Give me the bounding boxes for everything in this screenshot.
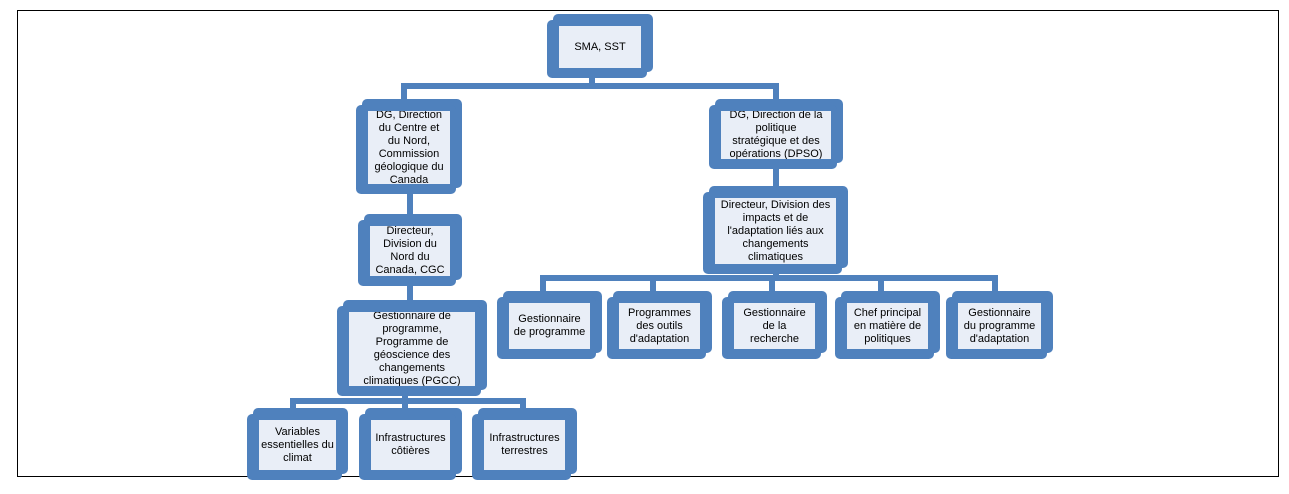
connector [769, 275, 775, 295]
diagram-frame [17, 10, 1279, 477]
node-label: Gestionnaire de programme [509, 303, 590, 349]
connector [878, 275, 884, 295]
node-label: Infrastructures côtières [371, 420, 450, 470]
node-label: Directeur, Division des impacts et de l'… [715, 198, 836, 264]
node-dg-dpso: DG, Direction de la politique stratégiqu… [709, 99, 843, 169]
node-label: DG, Direction du Centre et du Nord, Comm… [368, 111, 450, 184]
node-label: Gestionnaire de programme, Programme de … [349, 312, 475, 386]
connector [290, 398, 296, 412]
node-sma-sst: SMA, SST [547, 14, 653, 78]
node-label: Gestionnaire du programme d'adaptation [958, 303, 1041, 349]
node-gestionnaire-programme: Gestionnaire de programme [497, 291, 602, 359]
connector [589, 74, 595, 86]
connector [773, 83, 779, 105]
node-gestionnaire-recherche: Gestionnaire de la recherche [722, 291, 827, 359]
node-infrastructures-terrestres: Infrastructures terrestres [472, 408, 577, 480]
node-gestionnaire-prog-adaptation: Gestionnaire du programme d'adaptation [946, 291, 1053, 359]
connector [407, 282, 413, 304]
node-dg-centre-nord: DG, Direction du Centre et du Nord, Comm… [356, 99, 462, 194]
connector [402, 398, 408, 412]
node-variables-climat: Variables essentielles du climat [247, 408, 348, 480]
connector [401, 83, 779, 89]
connector [402, 392, 408, 402]
node-label: Programmes des outils d'adaptation [619, 303, 700, 349]
connector [407, 190, 413, 218]
connector [401, 83, 407, 105]
node-label: Infrastructures terrestres [484, 420, 565, 470]
node-label: SMA, SST [559, 26, 641, 68]
node-chef-principal: Chef principal en matière de politiques [835, 291, 940, 359]
node-directeur-nord: Directeur, Division du Nord du Canada, C… [358, 214, 462, 286]
node-infrastructures-cotieres: Infrastructures côtières [359, 408, 462, 480]
node-gestionnaire-pgcc: Gestionnaire de programme, Programme de … [337, 300, 487, 396]
node-label: Directeur, Division du Nord du Canada, C… [370, 226, 450, 276]
connector [992, 275, 998, 295]
node-label: Variables essentielles du climat [259, 420, 336, 470]
node-directeur-impacts: Directeur, Division des impacts et de l'… [703, 186, 848, 274]
node-label: Chef principal en matière de politiques [847, 303, 928, 349]
connector [650, 275, 656, 295]
node-label: DG, Direction de la politique stratégiqu… [721, 111, 831, 159]
node-label: Gestionnaire de la recherche [734, 303, 815, 349]
connector [773, 270, 779, 278]
connector [540, 275, 546, 295]
node-programmes-outils: Programmes des outils d'adaptation [607, 291, 712, 359]
connector [773, 165, 779, 190]
connector [520, 398, 526, 412]
